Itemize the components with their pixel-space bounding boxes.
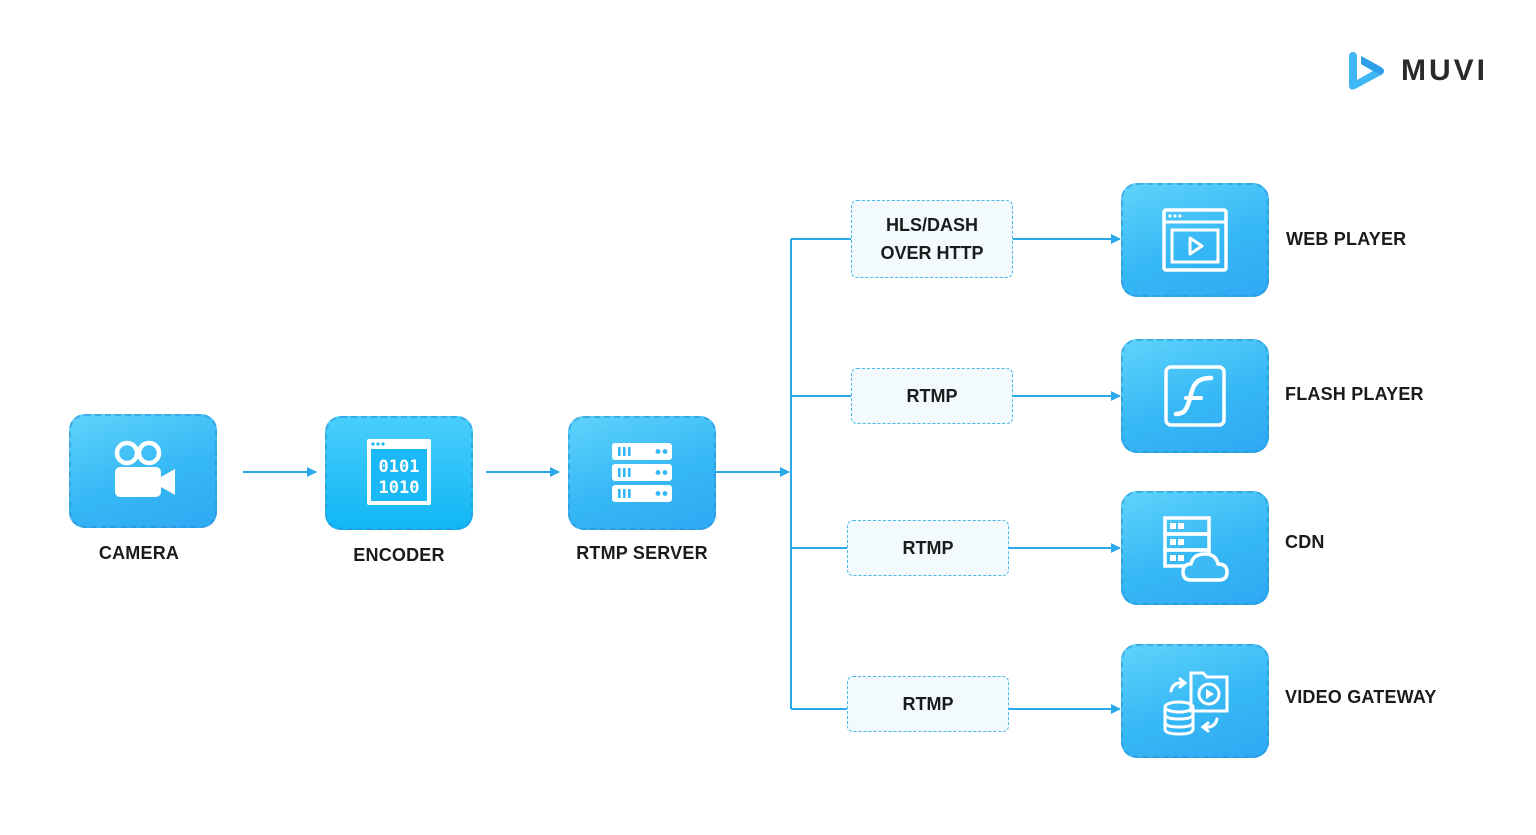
protocol-text: OVER HTTP: [880, 243, 984, 263]
flash-icon: [1164, 365, 1226, 427]
rtmp-server-label: RTMP SERVER: [576, 543, 708, 563]
video-gateway-node: [1121, 644, 1269, 758]
protocol-box-cdn: RTMP: [847, 520, 1009, 576]
muvi-logo-icon: [1349, 52, 1384, 90]
flash-player-node: [1121, 339, 1269, 453]
muvi-logo[interactable]: MUVI: [1347, 48, 1488, 94]
brand-name: MUVI: [1401, 54, 1488, 87]
protocol-box-web-player: HLS/DASH OVER HTTP: [851, 200, 1013, 278]
rtmp-server-node: [568, 416, 716, 530]
database-video-icon: [1163, 671, 1229, 736]
server-cloud-icon: [1163, 516, 1229, 582]
protocol-text: RTMP: [902, 694, 954, 714]
protocol-box-flash-player: RTMP: [851, 368, 1013, 424]
binary-window-icon: 0101 1010: [367, 439, 431, 505]
encoder-node: 0101 1010: [325, 416, 473, 530]
encoder-binary-line-1: 0101: [379, 457, 420, 477]
web-player-label: WEB PLAYER: [1286, 229, 1407, 249]
protocol-box-video-gateway: RTMP: [847, 676, 1009, 732]
protocol-text: RTMP: [902, 538, 954, 558]
protocol-text: RTMP: [906, 386, 958, 406]
protocol-text: HLS/DASH: [885, 215, 978, 235]
camera-node: [69, 414, 217, 528]
web-player-node: [1121, 183, 1269, 297]
video-camera-icon: [114, 440, 175, 497]
encoder-binary-line-2: 1010: [379, 478, 420, 498]
cdn-node: [1121, 491, 1269, 605]
encoder-label: ENCODER: [353, 545, 445, 565]
server-rack-icon: [612, 443, 672, 502]
camera-label: CAMERA: [98, 543, 180, 563]
browser-play-icon: [1162, 208, 1228, 272]
cdn-label: CDN: [1285, 532, 1325, 552]
flash-player-label: FLASH PLAYER: [1285, 384, 1424, 404]
video-gateway-label: VIDEO GATEWAY: [1285, 687, 1437, 707]
